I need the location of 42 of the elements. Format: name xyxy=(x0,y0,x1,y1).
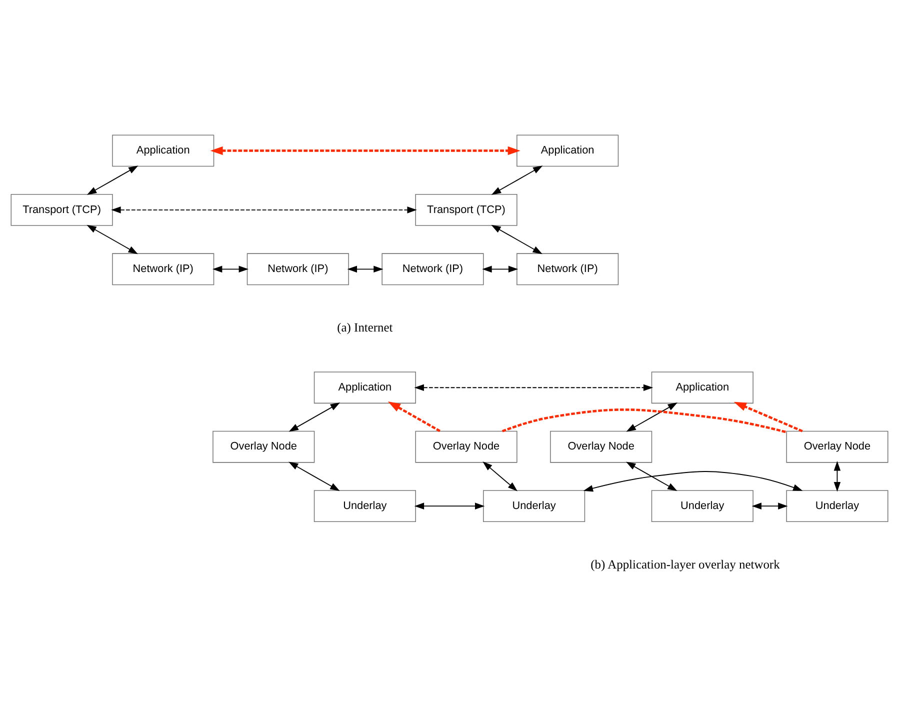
arrow xyxy=(111,206,417,214)
arrow xyxy=(288,462,340,491)
node-box: Underlay xyxy=(314,490,416,522)
arrow xyxy=(347,266,384,273)
arrow xyxy=(626,462,678,491)
node-box: Network (IP) xyxy=(382,253,484,286)
connector xyxy=(502,408,787,434)
node-box: Application xyxy=(314,372,416,404)
node-box: Transport (TCP) xyxy=(415,194,518,226)
node-box: Application xyxy=(112,134,214,167)
node-box: Underlay xyxy=(483,490,586,522)
node-box: Overlay Node xyxy=(212,430,315,463)
node-box: Network (IP) xyxy=(516,253,619,286)
node-box: Transport (TCP) xyxy=(10,194,113,226)
node-box: Overlay Node xyxy=(786,430,888,463)
arrow xyxy=(734,402,803,432)
arrow xyxy=(288,402,340,432)
arrow xyxy=(414,384,654,391)
node-box: Overlay Node xyxy=(550,430,652,463)
arrow xyxy=(752,502,788,510)
node-box: Network (IP) xyxy=(246,253,349,286)
arrow xyxy=(212,266,248,273)
node-box: Application xyxy=(516,134,619,167)
node-box: Overlay Node xyxy=(415,430,518,463)
arrow xyxy=(482,266,518,273)
arrow xyxy=(388,402,440,432)
arrow xyxy=(210,146,520,156)
node-box: Underlay xyxy=(651,490,754,522)
label: (b) Application-layer overlay network xyxy=(590,557,780,572)
node-box: Application xyxy=(651,372,754,404)
node-box: Network (IP) xyxy=(112,253,214,286)
arrow xyxy=(491,166,543,195)
arrow xyxy=(834,461,841,492)
arrow xyxy=(583,471,803,492)
arrow xyxy=(482,462,518,492)
arrow xyxy=(491,224,542,254)
arrow xyxy=(414,502,485,510)
label: (a) Internet xyxy=(337,320,393,334)
arrow xyxy=(86,224,138,254)
arrow xyxy=(626,402,678,432)
arrow xyxy=(86,166,138,195)
node-box: Underlay xyxy=(786,490,888,522)
